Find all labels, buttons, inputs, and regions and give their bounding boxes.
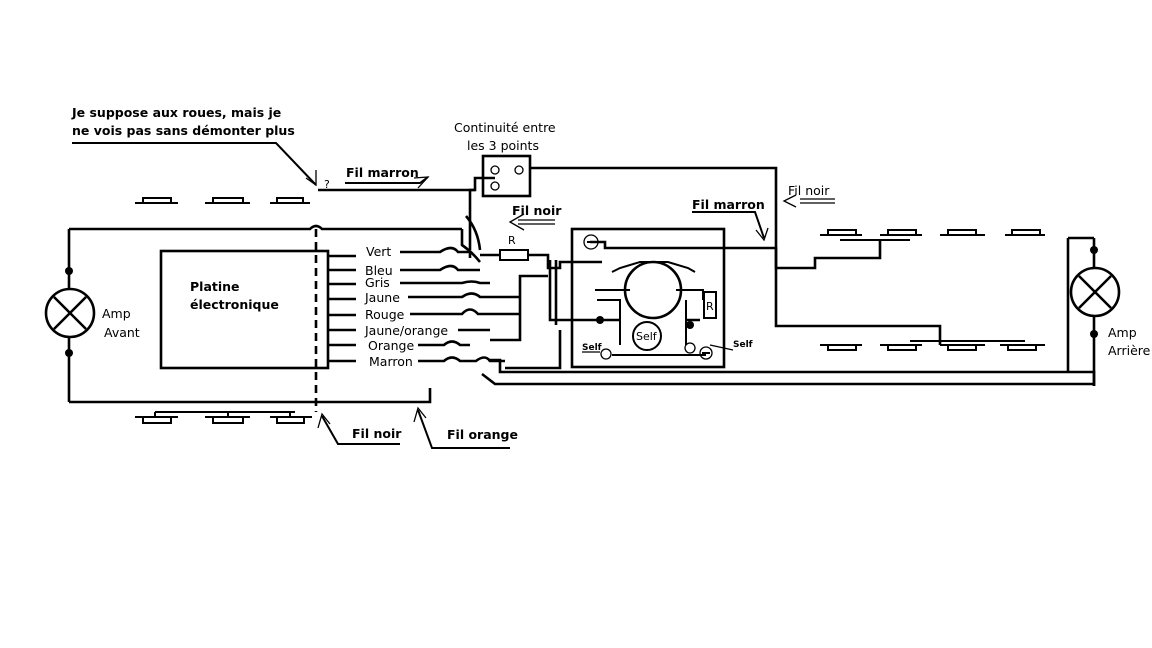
- wheel-pads-right-bottom: [820, 340, 1045, 351]
- self-right-label: Self: [733, 340, 753, 350]
- wire-label-gris: Gris: [365, 275, 390, 290]
- lamp-front: [44, 229, 96, 402]
- wire-label-orange: Orange: [368, 338, 414, 353]
- wheel-pads-left-top: [135, 197, 310, 204]
- platine-box: Platine électronique: [159, 249, 356, 370]
- amp-avant-label-1: Amp: [102, 306, 131, 321]
- annotations: Je suppose aux roues, mais je ne vois pa…: [71, 105, 1151, 449]
- wire-label-marron: Marron: [369, 354, 413, 369]
- wire-label-jaune: Jaune: [364, 290, 400, 305]
- wire-label-bleu: Bleu: [365, 263, 393, 278]
- wire-label-rouge: Rouge: [365, 307, 405, 322]
- self-left-label: Self: [582, 343, 602, 353]
- platine-label-1: Platine: [190, 279, 240, 294]
- question-mark: ?: [324, 178, 330, 191]
- continuity-label-1: Continuité entre: [454, 120, 556, 135]
- platine-label-2: électronique: [190, 297, 279, 312]
- wheel-pads-left-bottom: [135, 411, 312, 424]
- connector-wires: [400, 215, 520, 363]
- fil-noir-right-label: Fil noir: [788, 183, 830, 198]
- wire-label-jaune-orange: Jaune/orange: [364, 323, 448, 338]
- fil-orange-bottom-label: Fil orange: [447, 427, 518, 442]
- fil-noir-top-label: Fil noir: [512, 203, 562, 218]
- amp-arriere-label-1: Amp: [1108, 325, 1137, 340]
- wiring: R Self: [69, 154, 1096, 412]
- fil-marron-right-label: Fil marron: [692, 197, 765, 212]
- self-center-label: Self: [636, 330, 658, 343]
- resistor-right-label: R: [706, 300, 714, 313]
- note-line-1: Je suppose aux roues, mais je: [71, 105, 281, 120]
- amp-avant-label-2: Avant: [104, 325, 140, 340]
- note-line-2: ne vois pas sans démonter plus: [72, 123, 295, 138]
- amp-arriere-label-2: Arrière: [1108, 343, 1151, 358]
- wheel-pads-right-top: [820, 229, 1045, 241]
- fil-noir-bottom-label: Fil noir: [352, 426, 402, 441]
- lamp-rear: [1069, 238, 1121, 386]
- connector-labels: Vert Bleu Gris Jaune Rouge Jaune/orange …: [364, 244, 448, 369]
- resistor-left-label: R: [508, 234, 516, 247]
- continuity-label-2: les 3 points: [467, 138, 539, 153]
- fil-marron-top-label: Fil marron: [346, 165, 419, 180]
- wire-label-vert: Vert: [366, 244, 391, 259]
